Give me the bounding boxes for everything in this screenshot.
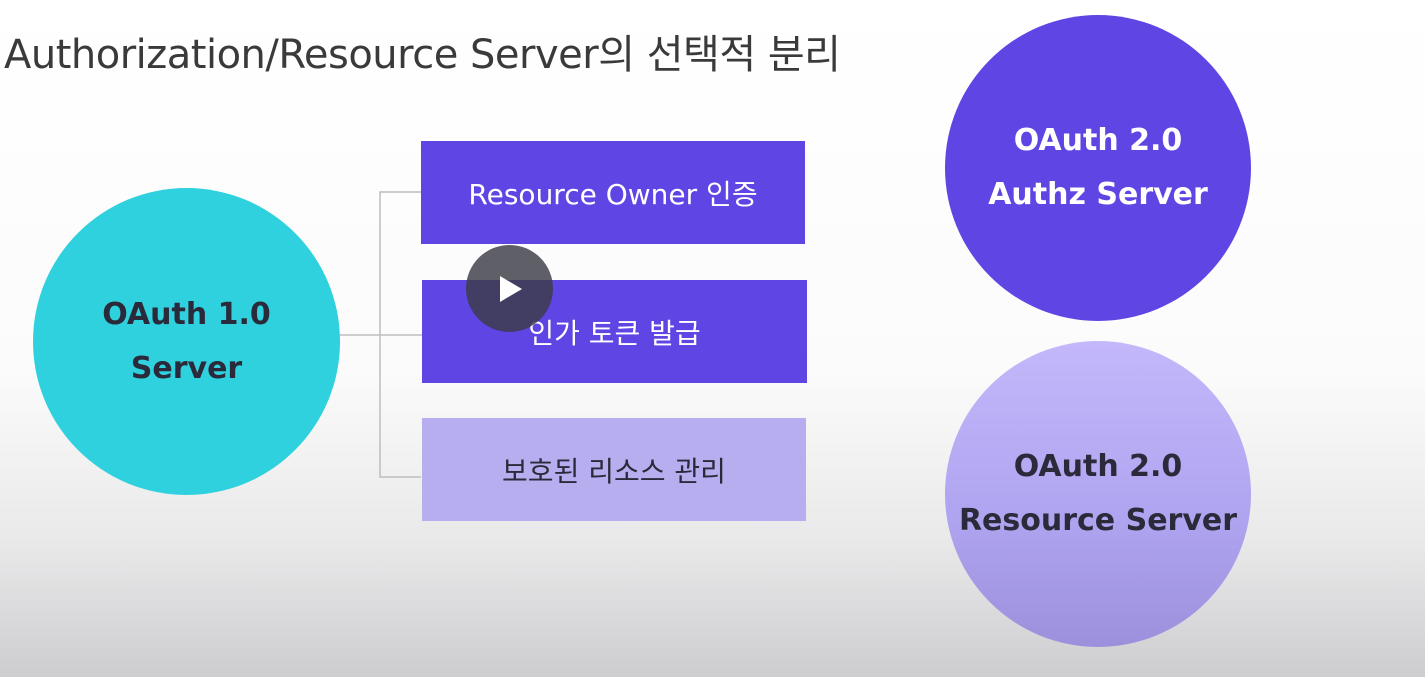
authz-server-label-line2: Authz Server <box>988 177 1208 212</box>
oauth1-server-circle: OAuth 1.0 Server <box>33 188 340 495</box>
resource-server-label-line1: OAuth 2.0 <box>1013 449 1183 484</box>
slide-title: Authorization/Resource Server의 선택적 분리 <box>4 32 841 78</box>
play-icon <box>499 275 522 302</box>
oauth2-authz-server-circle: OAuth 2.0 Authz Server <box>945 15 1251 321</box>
oauth1-server-label-line2: Server <box>130 350 243 386</box>
protected-resource-box: 보호된 리소스 관리 <box>422 418 806 521</box>
protected-resource-label: 보호된 리소스 관리 <box>502 454 726 488</box>
oauth2-resource-server-circle: OAuth 2.0 Resource Server <box>945 341 1251 647</box>
resource-owner-auth-box: Resource Owner 인증 <box>421 141 805 244</box>
token-issuance-label: 인가 토큰 발급 <box>528 316 701 350</box>
oauth1-server-label-line1: OAuth 1.0 <box>102 296 271 332</box>
resource-owner-auth-label: Resource Owner 인증 <box>468 177 758 211</box>
resource-server-label-line2: Resource Server <box>958 503 1238 538</box>
authz-server-label-line1: OAuth 2.0 <box>1013 123 1183 158</box>
play-button[interactable] <box>466 245 553 332</box>
